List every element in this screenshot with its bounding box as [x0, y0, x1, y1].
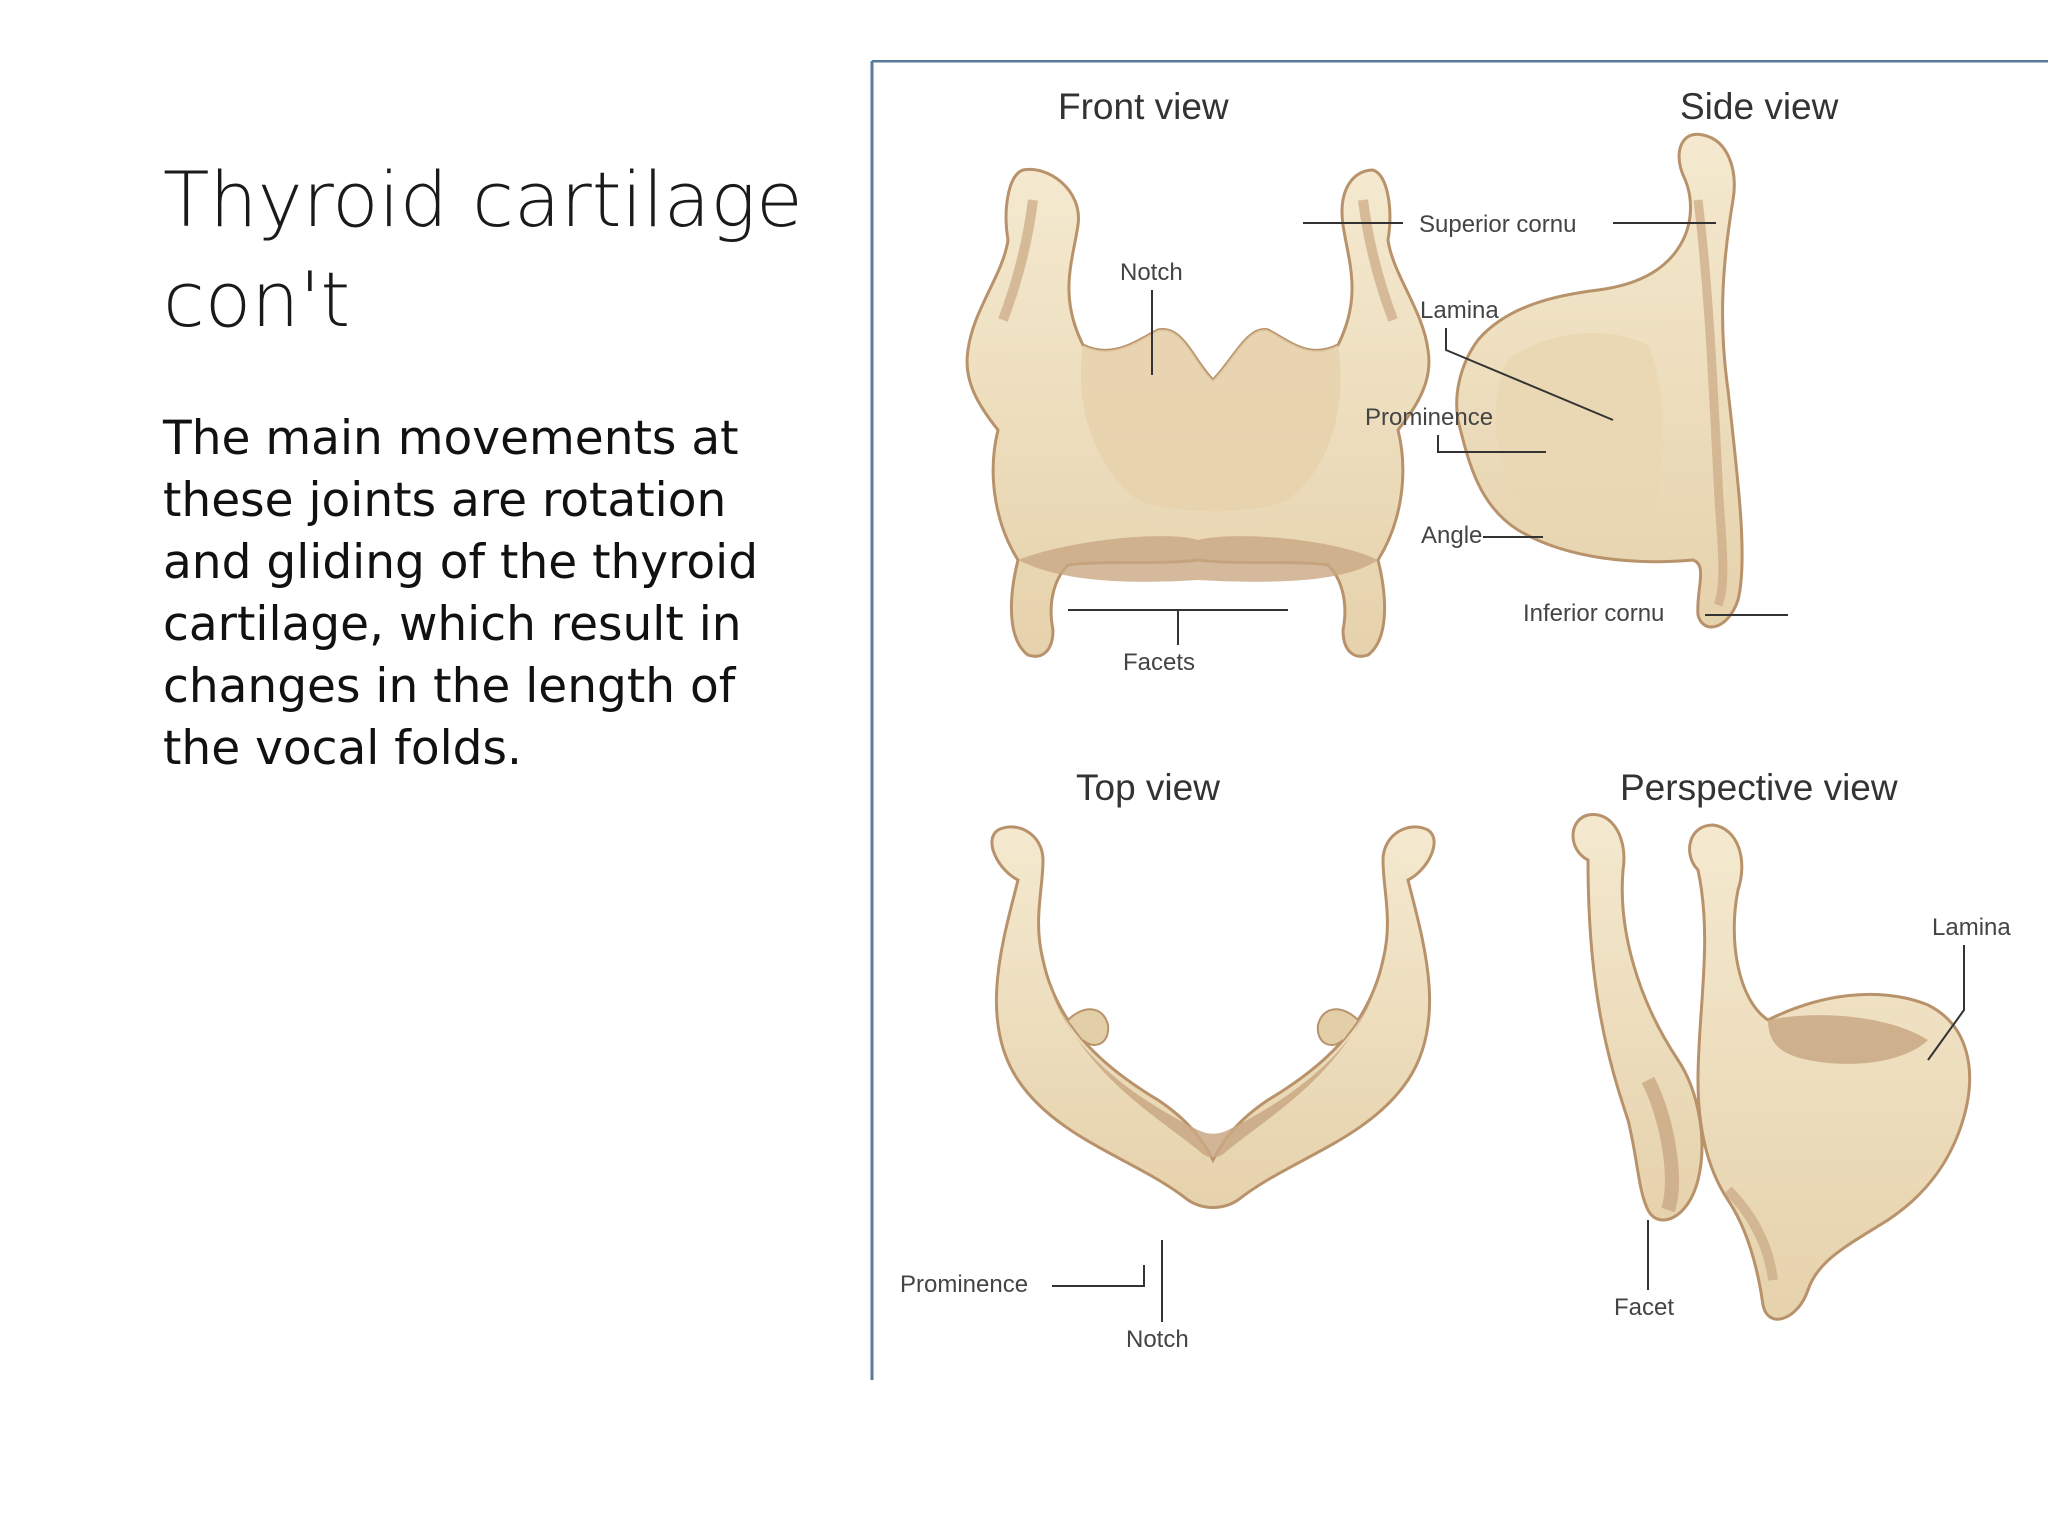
prominence-label: Prominence: [1365, 404, 1493, 431]
lamina-label: Lamina: [1420, 297, 1499, 324]
perspective-lamina-label: Lamina: [1932, 914, 2011, 941]
body-line: these joints are rotation: [163, 473, 727, 528]
side-view-title: Side view: [1680, 86, 1839, 127]
body-line: The main movements at: [163, 411, 739, 466]
front-notch-label: Notch: [1120, 259, 1183, 286]
slide-body-text: The main movements at these joints are r…: [163, 408, 823, 780]
prominence-leader: [1437, 435, 1546, 453]
top-view-cartilage: [990, 825, 1436, 1209]
body-line: and gliding of the thyroid: [163, 535, 759, 590]
front-view-title: Front view: [1058, 86, 1229, 127]
perspective-facet-label: Facet: [1614, 1294, 1674, 1321]
slide-title: Thyroid cartilage con't: [163, 150, 823, 350]
top-notch-label: Notch: [1126, 1326, 1189, 1353]
lamina-leader: [1445, 328, 1614, 421]
figure-canvas: Front view Side view Top view Perspectiv…: [870, 60, 2048, 1380]
perspective-lamina-leader: [1927, 945, 1965, 1061]
slide-title-line-2: con't: [163, 255, 351, 344]
top-prominence-leader: [1052, 1265, 1145, 1287]
side-view-cartilage: [1455, 132, 1744, 629]
top-view-title: Top view: [1076, 767, 1220, 808]
slide-title-line-1: Thyroid cartilage: [163, 155, 803, 244]
perspective-view-cartilage: [1571, 813, 1971, 1321]
angle-label: Angle: [1421, 522, 1482, 549]
thyroid-cartilage-figure: Front view Side view Top view Perspectiv…: [868, 60, 2048, 1380]
body-line: the vocal folds.: [163, 721, 522, 776]
superior-cornu-label: Superior cornu: [1419, 211, 1576, 238]
front-facets-label: Facets: [1123, 649, 1195, 676]
inferior-cornu-label: Inferior cornu: [1523, 600, 1664, 627]
body-line: changes in the length of: [163, 659, 736, 714]
front-view-cartilage: [965, 167, 1431, 658]
perspective-view-title: Perspective view: [1620, 767, 1898, 808]
body-line: cartilage, which result in: [163, 597, 742, 652]
top-prominence-label: Prominence: [900, 1271, 1028, 1298]
